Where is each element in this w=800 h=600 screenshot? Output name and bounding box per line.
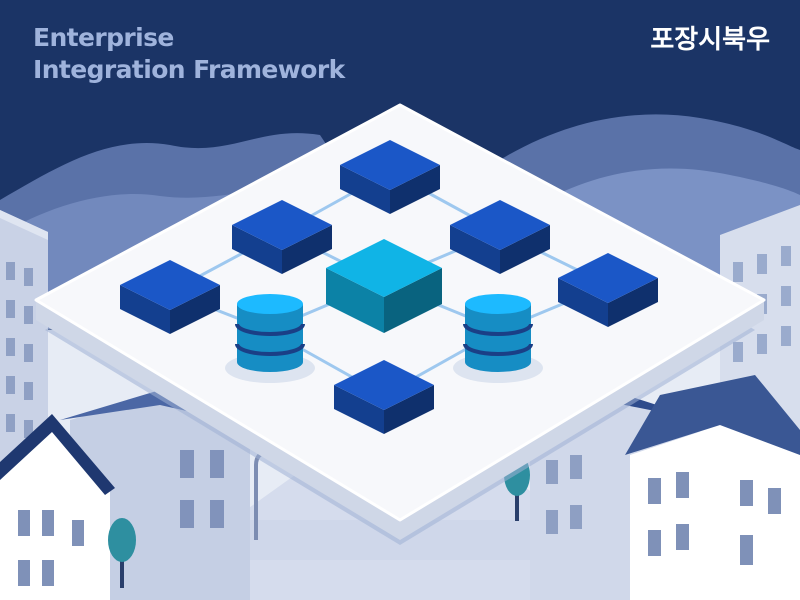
title-line-2: Integration Framework — [33, 55, 345, 84]
network-node-icon — [450, 200, 550, 274]
database-icon — [453, 294, 543, 383]
node-layer — [120, 140, 658, 434]
tree-icon — [108, 518, 136, 588]
page-title: Enterprise Integration Framework — [33, 22, 345, 86]
network-node-icon — [232, 200, 332, 274]
network-node-icon — [120, 260, 220, 334]
hub-node-icon — [326, 239, 442, 333]
building-icon — [625, 375, 800, 600]
building-icon — [0, 414, 115, 600]
network-node-icon — [340, 140, 440, 214]
title-line-1: Enterprise — [33, 23, 174, 52]
building-icon — [0, 210, 48, 470]
org-label: 포장시북우 — [650, 25, 770, 55]
network-node-icon — [334, 360, 434, 434]
database-icon — [225, 294, 315, 383]
network-node-icon — [558, 253, 658, 327]
